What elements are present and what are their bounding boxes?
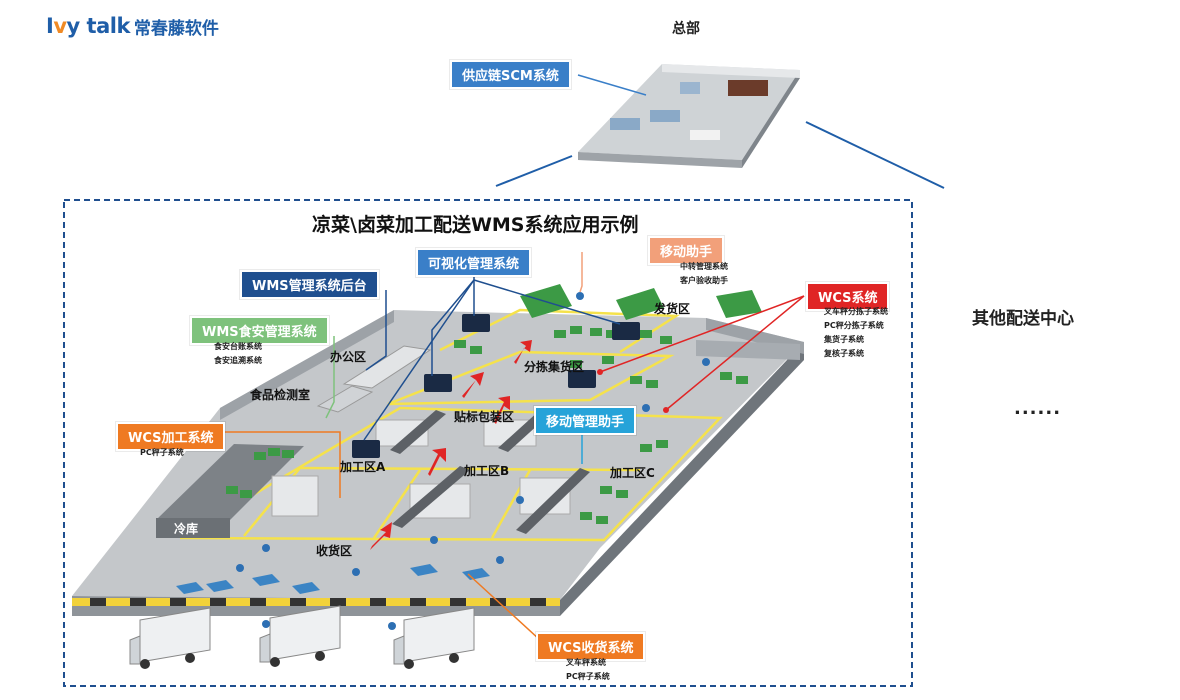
brand-name-cn: 常春藤软件 xyxy=(133,18,219,39)
brand-logo: Ivy talk 常春藤软件 xyxy=(46,12,219,40)
mobile-item: 客户验收助手 xyxy=(680,276,728,285)
zone-food-lab: 食品检测室 xyxy=(250,388,311,402)
visual-system-tag: 可视化管理系统 xyxy=(416,248,532,277)
zone-labeling: 贴标包装区 xyxy=(454,410,515,424)
hq-link-right xyxy=(805,121,945,189)
wcs-proc-pointer xyxy=(214,431,341,498)
pallets xyxy=(176,564,490,594)
zone-office: 办公区 xyxy=(330,350,367,364)
scm-system-tag: 供应链SCM系统 xyxy=(450,60,571,89)
wcs-receiving-list: 叉车秤系统 PC秤子系统 xyxy=(562,656,610,684)
pointer-lines xyxy=(363,270,621,441)
food-safety-item: 食安追溯系统 xyxy=(214,356,262,365)
wcs-processing-item: PC秤子系统 xyxy=(140,448,184,457)
zone-processing-a: 加工区A xyxy=(340,460,386,474)
trucks xyxy=(129,605,475,669)
zone-shipping: 发货区 xyxy=(654,302,691,316)
zone-sorting: 分拣集货区 xyxy=(524,360,585,374)
wcs-item: 复核子系统 xyxy=(824,349,864,358)
dock-stripe xyxy=(72,598,560,606)
mobile-assistant-list: 中转管理系统 客户验收助手 xyxy=(676,260,728,288)
wcs-dot-2 xyxy=(663,407,669,413)
wcs-recv-pointer xyxy=(467,573,541,641)
food-safety-pointer xyxy=(325,336,335,419)
wcs-receiving-item: PC秤子系统 xyxy=(566,672,610,681)
flow-arrows xyxy=(370,340,532,550)
wcs-system-list: 叉车秤分拣子系统 PC秤分拣子系统 集货子系统 复核子系统 xyxy=(820,305,888,361)
zone-receiving: 收货区 xyxy=(316,544,353,558)
food-safety-list: 食安台账系统 食安追溯系统 xyxy=(210,340,262,368)
wcs-item: 叉车秤分拣子系统 xyxy=(824,307,888,316)
wms-backend-tag: WMS管理系统后台 xyxy=(240,270,379,299)
brand-suffix: y talk xyxy=(66,14,131,38)
dc-frame xyxy=(63,199,913,687)
mobile-pointer xyxy=(579,252,583,293)
wcs-dot-1 xyxy=(597,369,603,375)
wcs-receiving-item: 叉车秤系统 xyxy=(566,658,606,667)
mobile-assistant-tag: 移动助手 xyxy=(648,236,725,265)
brand-wordmark: Ivy talk xyxy=(46,14,130,38)
crates xyxy=(226,326,748,524)
zone-processing-c: 加工区C xyxy=(610,466,655,480)
other-center-label: 其他配送中心 xyxy=(972,309,1074,329)
wcs-item: PC秤分拣子系统 xyxy=(824,321,884,330)
mobile-item: 中转管理系统 xyxy=(680,262,728,271)
workers xyxy=(236,292,710,630)
wcs-receiving-tag: WCS收货系统 xyxy=(536,632,646,661)
mobile-mgmt-tag: 移动管理助手 xyxy=(534,406,637,435)
brand-v: v xyxy=(53,14,67,38)
hq-building xyxy=(578,64,800,168)
wcs-system-tag: WCS系统 xyxy=(806,282,890,311)
wcs-item: 集货子系统 xyxy=(824,335,864,344)
wcs-processing-list: PC秤子系统 xyxy=(136,446,184,460)
wcs-pointer-lines xyxy=(599,295,805,411)
main-title: 凉菜\卤菜加工配送WMS系统应用示例 xyxy=(312,214,639,236)
brand-prefix: I xyxy=(46,14,54,38)
other-center-ellipsis: ...... xyxy=(1014,398,1062,419)
scm-pointer xyxy=(577,74,647,96)
monitors xyxy=(352,314,640,458)
headquarters-label: 总部 xyxy=(672,21,700,37)
zone-cold-storage: 冷库 xyxy=(174,522,199,536)
wcs-processing-tag: WCS加工系统 xyxy=(116,422,226,451)
food-safety-tag: WMS食安管理系统 xyxy=(190,316,329,345)
hq-link-left xyxy=(495,155,573,187)
zone-processing-b: 加工区B xyxy=(464,464,510,478)
food-safety-item: 食安台账系统 xyxy=(214,342,262,351)
